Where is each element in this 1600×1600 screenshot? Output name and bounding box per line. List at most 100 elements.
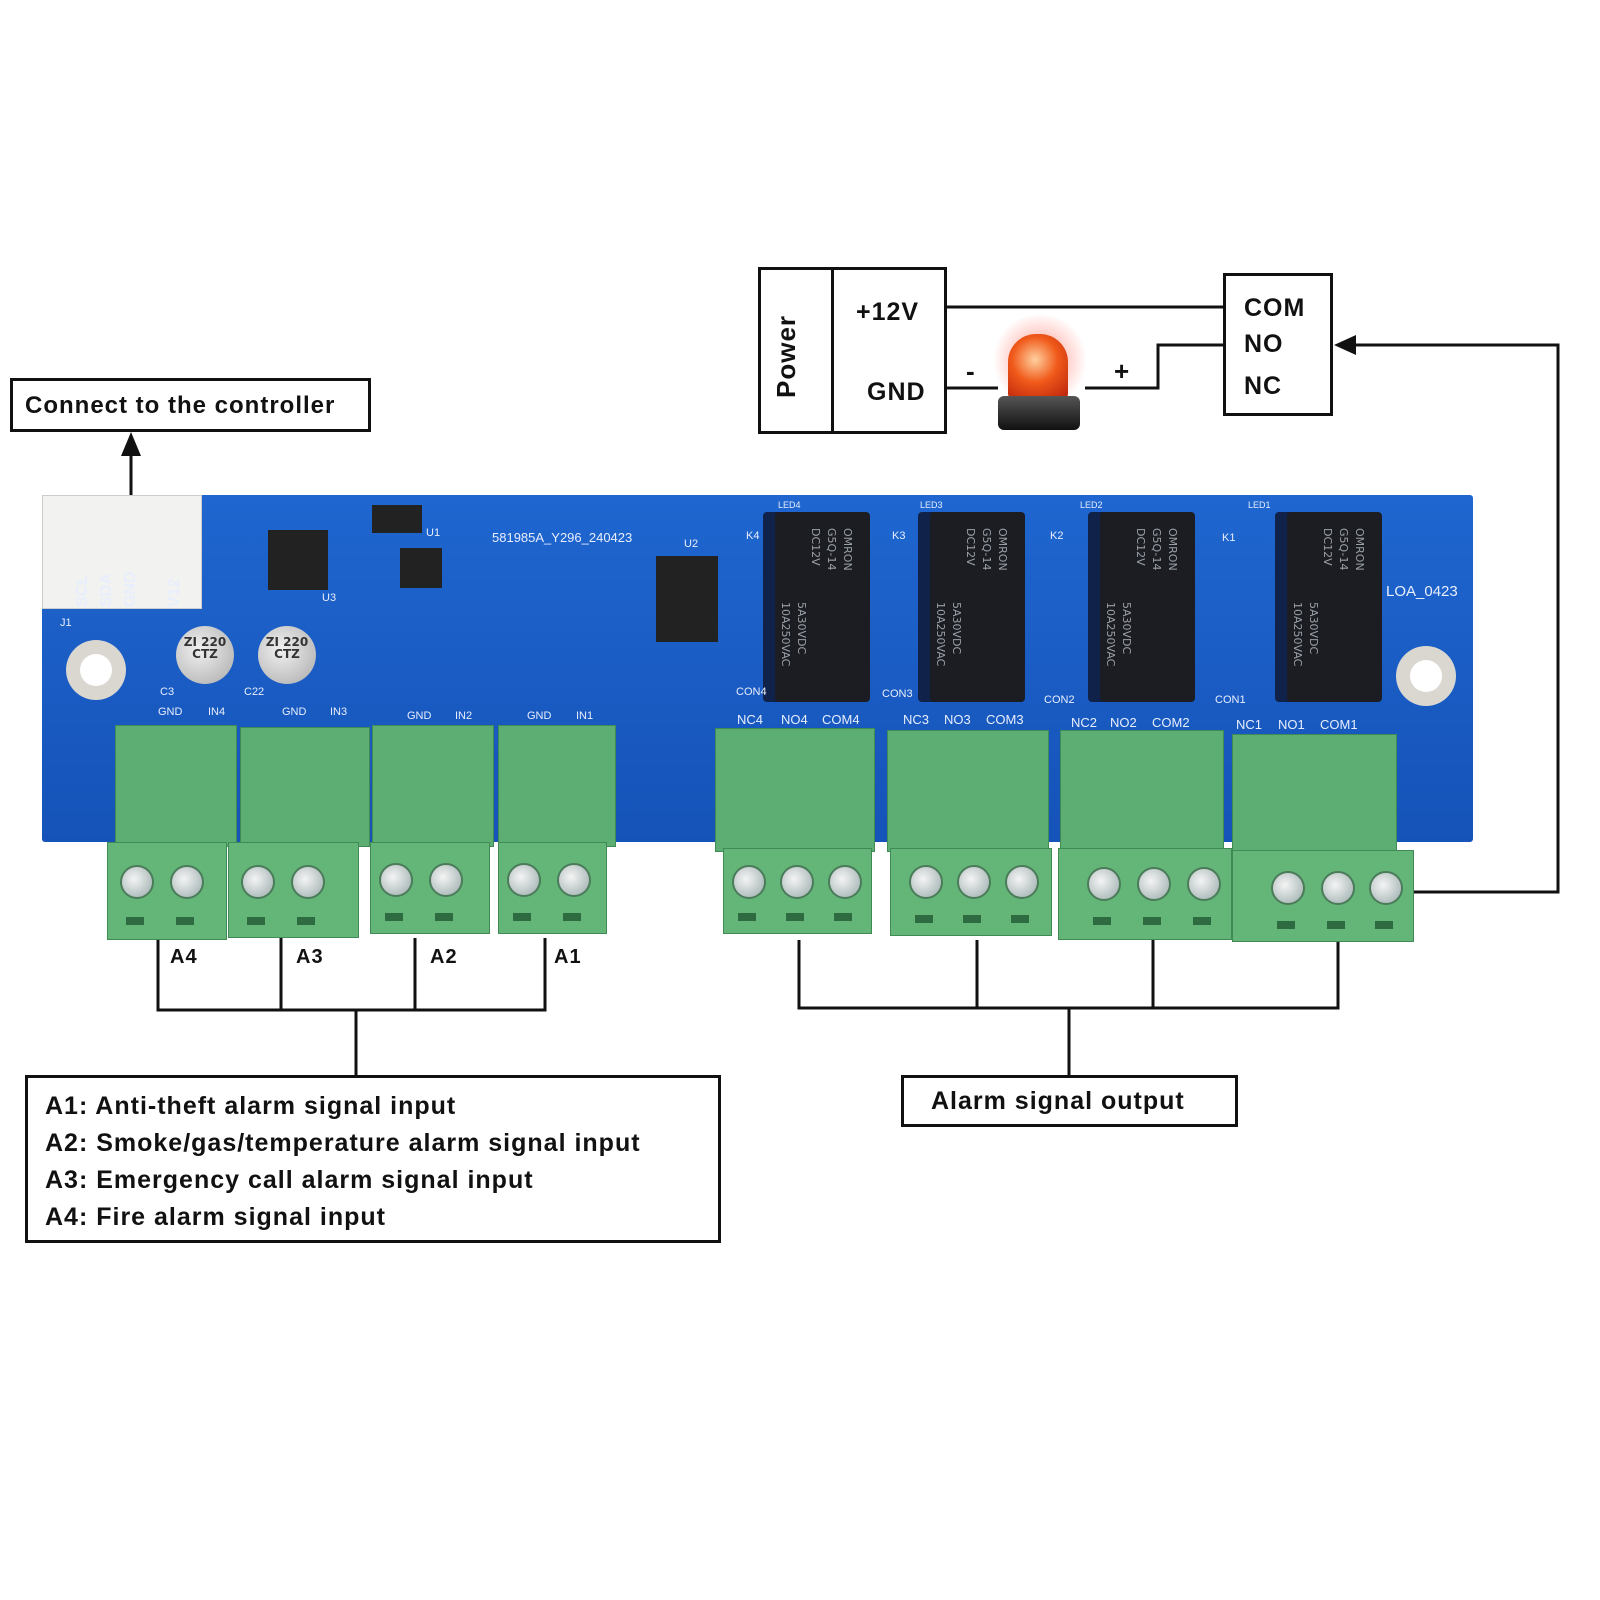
in1-gnd: GND [527,710,552,722]
nc3-label: NC3 [903,712,930,727]
nc4-label: NC4 [737,712,764,727]
contact-no: NO [1244,330,1284,358]
cap-ref-c3: C3 [160,686,175,698]
connector-ref: J1 [60,617,72,629]
chip-u1 [400,548,442,588]
output-label-box: Alarm signal output [901,1075,1238,1127]
legend-a4: A4: Fire alarm signal input [45,1203,386,1231]
input-terminal-a2-header [372,725,494,847]
siren-minus: - [966,356,976,386]
led4-ref: LED4 [778,500,801,510]
controller-label: Connect to the controller [25,392,336,419]
power-12v-label: +12V [856,298,920,326]
board-code: LOA_0423 [1386,583,1458,600]
relay-ref-k3: K3 [892,530,906,542]
legend-a2: A2: Smoke/gas/temperature alarm signal i… [45,1129,641,1157]
power-box: Power +12V GND [758,267,947,434]
relay-ref-k4: K4 [746,530,760,542]
input-terminal-a4-header [115,725,237,847]
arrow-up-icon [121,432,141,456]
chip-ref-u1: U1 [426,527,441,539]
siren-icon [1008,334,1068,398]
pin-sda: SDA [98,573,115,607]
input-terminal-a1-header [498,725,616,847]
chip-u2 [656,556,718,642]
contact-nc: NC [1244,372,1283,400]
com2-label: COM2 [1152,715,1190,730]
led1-ref: LED1 [1248,500,1271,510]
output-terminal-2[interactable] [1058,848,1232,940]
output-terminal-1[interactable] [1232,850,1414,942]
no1-label: NO1 [1278,717,1305,732]
power-title: Power [771,314,801,398]
con3-ref: CON3 [882,688,913,700]
in3-label: IN3 [330,706,348,718]
legend-a3: A3: Emergency call alarm signal input [45,1166,534,1194]
output-label: Alarm signal output [931,1087,1185,1115]
led2-ref: LED2 [1080,500,1103,510]
in3-gnd: GND [282,706,307,718]
output-terminal-2-header [1060,730,1224,852]
nc2-label: NC2 [1071,715,1098,730]
input-label-a3: A3 [296,946,324,968]
input-legend-box: A1: Anti-theft alarm signal input A2: Sm… [25,1075,721,1243]
output-terminal-3-header [887,730,1049,852]
input-label-a2: A2 [430,946,458,968]
input-label-a4: A4 [170,946,198,968]
cap-ref-c22: C22 [244,686,265,698]
output-terminal-4-header [715,728,875,852]
chip-ref-u2: U2 [684,538,699,550]
input-terminal-a1[interactable] [498,842,607,934]
com4-label: COM4 [822,712,860,727]
com3-label: COM3 [986,712,1024,727]
no4-label: NO4 [781,712,808,727]
controller-label-box: Connect to the controller [10,378,371,432]
relay-contacts-box: COM NO NC [1223,273,1333,416]
chip-ref-u3: U3 [322,592,337,604]
regulator-chip [268,530,328,590]
con1-ref: CON1 [1215,694,1246,706]
in4-gnd: GND [158,706,183,718]
output-terminal-4[interactable] [723,848,872,934]
input-label-a1: A1 [554,946,582,968]
input-terminal-a2[interactable] [370,842,490,934]
relay-ref-k2: K2 [1050,530,1064,542]
legend-a1: A1: Anti-theft alarm signal input [45,1092,457,1120]
in1-label: IN1 [576,710,594,722]
con2-ref: CON2 [1044,694,1075,706]
mounting-hole-right [1396,646,1456,706]
power-gnd-label: GND [867,378,926,406]
mounting-hole-left [66,640,126,700]
relay-ref-k1: K1 [1222,532,1236,544]
nc1-label: NC1 [1236,717,1263,732]
pin-scl: SCL [74,575,91,607]
con4-ref: CON4 [736,686,767,698]
com1-label: COM1 [1320,717,1358,732]
capacitor-c3: ZI 220 CTZ [176,626,234,684]
in2-gnd: GND [407,710,432,722]
input-terminal-a3-header [240,727,370,847]
controller-connector[interactable] [42,495,202,609]
pin-gnd: GND [122,571,139,607]
siren-plus: + [1114,356,1131,386]
output-terminal-1-header [1232,734,1397,854]
contact-com: COM [1244,294,1306,322]
arrow-left-icon [1334,335,1356,355]
in2-label: IN2 [455,710,473,722]
output-terminal-3[interactable] [890,848,1052,936]
in4-label: IN4 [208,706,226,718]
board-id: 581985A_Y296_240423 [492,530,633,545]
input-terminal-a4[interactable] [107,842,227,940]
no3-label: NO3 [944,712,971,727]
no2-label: NO2 [1110,715,1137,730]
input-terminal-a3[interactable] [228,842,359,938]
diode [372,505,422,533]
pin-v12: V12 [166,578,183,607]
capacitor-c22: ZI 220 CTZ [258,626,316,684]
